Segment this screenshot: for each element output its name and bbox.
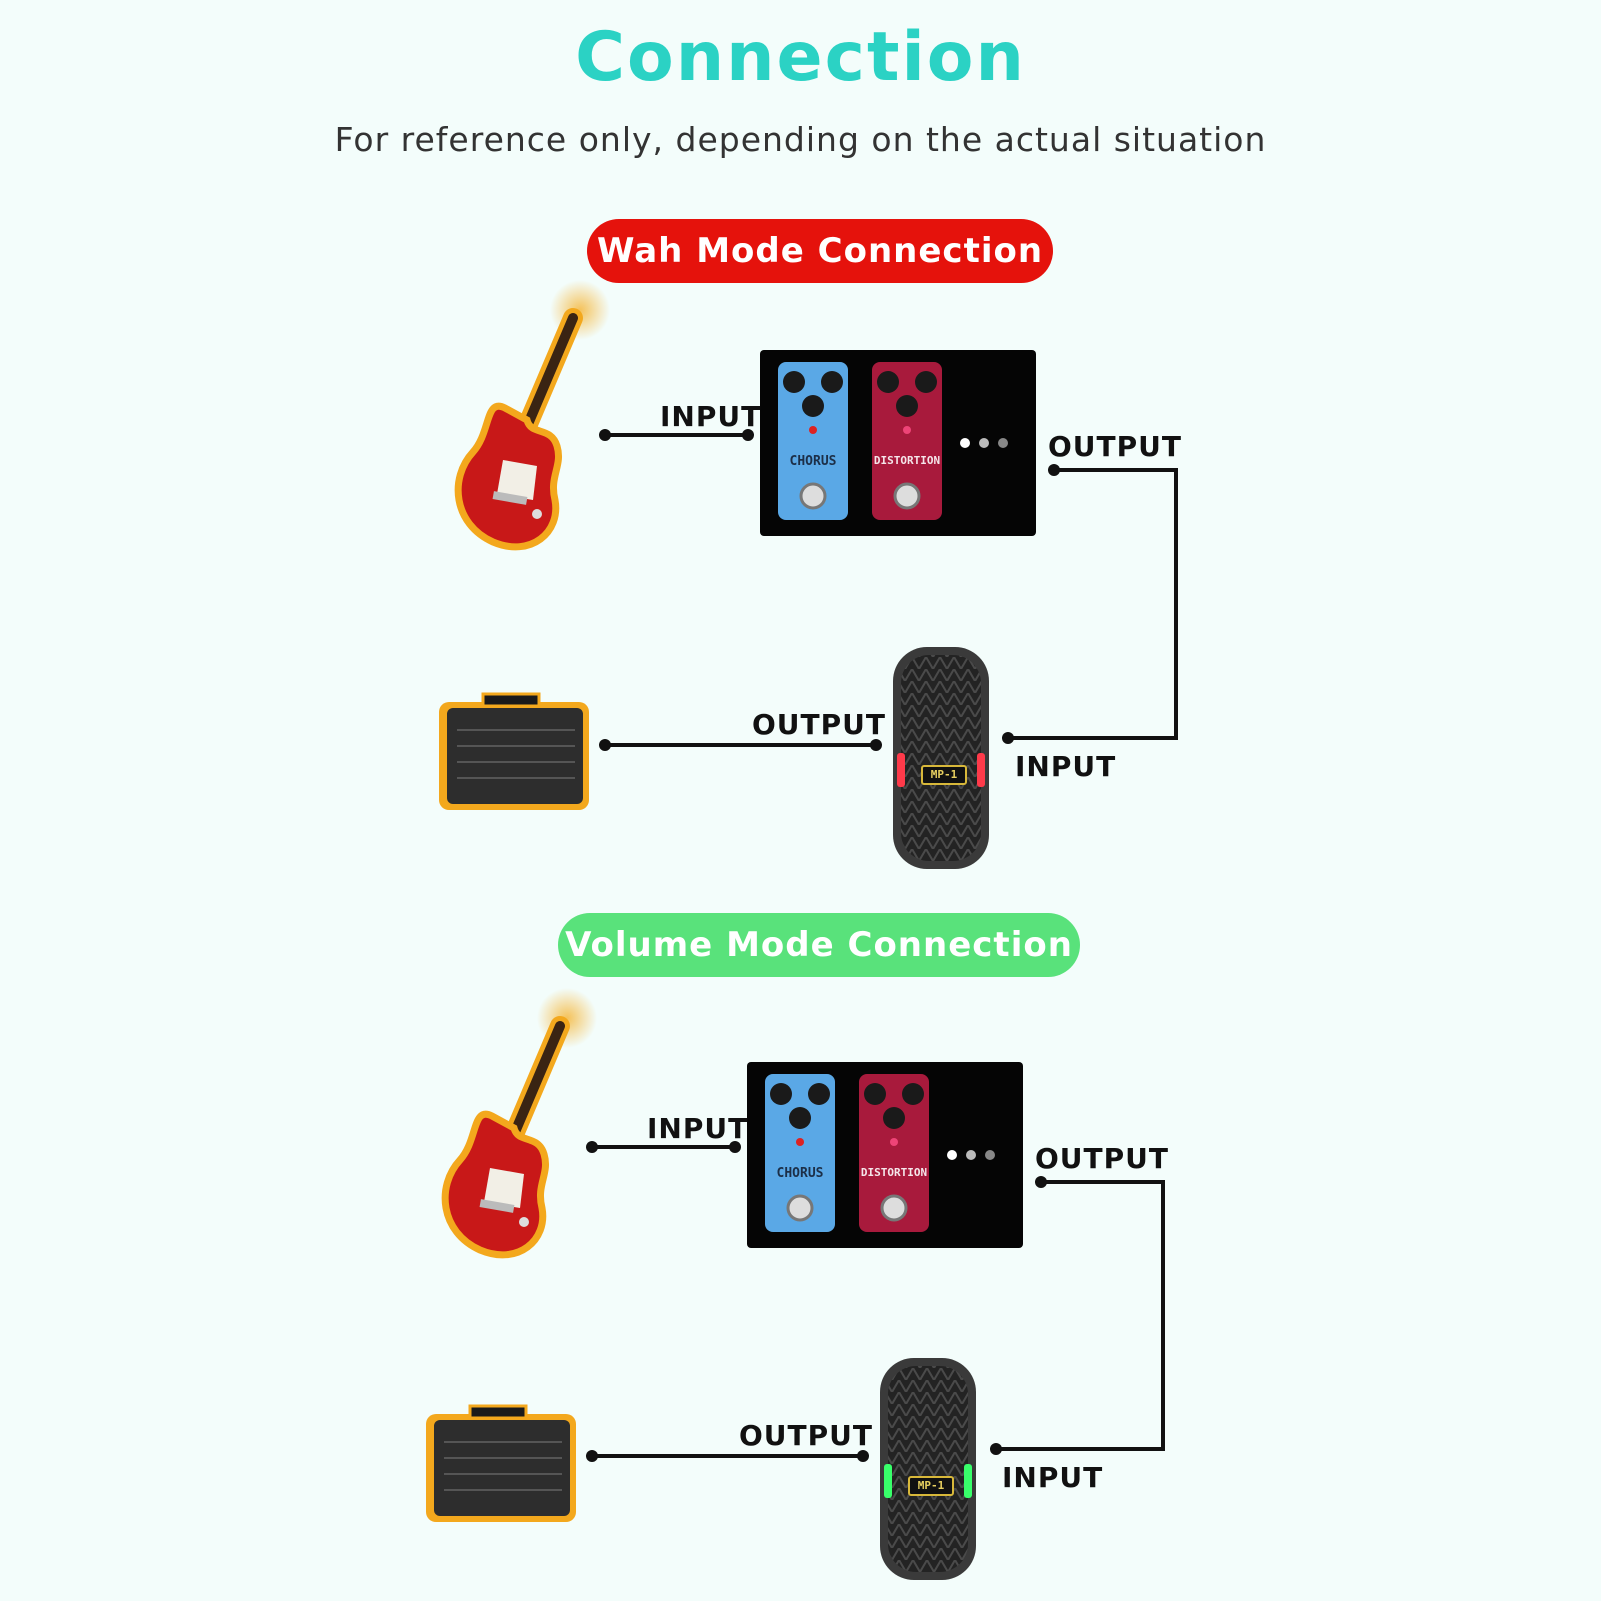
wah-input-label: INPUT: [660, 400, 762, 433]
volume-pedal-output-label: OUTPUT: [739, 1419, 873, 1452]
wah-mode-badge: Wah Mode Connection: [587, 219, 1053, 283]
volume-mode-badge: Volume Mode Connection: [558, 913, 1080, 977]
amplifier-icon: [439, 692, 589, 810]
electric-guitar-icon: [441, 988, 597, 1259]
footswitch-icon: [893, 482, 921, 510]
effects-pedalboard: CHORUS DISTORTION: [760, 350, 1036, 536]
footswitch-icon: [786, 1194, 814, 1222]
wah-cable-lines: [599, 429, 1178, 751]
mp1-wah-pedal: [893, 647, 989, 869]
electric-guitar-icon: [454, 280, 610, 551]
wah-pedal-output-label: OUTPUT: [752, 708, 886, 741]
knob-icon: [877, 371, 937, 434]
volume-pedal-input-label: INPUT: [1002, 1461, 1104, 1494]
knob-icon: [770, 1083, 830, 1146]
more-pedals-icon: [947, 1150, 995, 1160]
footswitch-icon: [880, 1194, 908, 1222]
footswitch-icon: [799, 482, 827, 510]
wah-connection-section: CHORUS DISTORTION: [0, 280, 1601, 880]
page-title: Connection: [575, 18, 1026, 97]
chorus-pedal: CHORUS: [778, 362, 848, 520]
volume-connection-section: CHORUS DISTORTION: [0, 988, 1601, 1588]
page-subtitle: For reference only, depending on the act…: [334, 120, 1267, 159]
mp1-model-label: MP-1: [921, 765, 967, 785]
distortion-pedal: DISTORTION: [872, 362, 942, 520]
mp1-model-label: MP-1: [908, 1476, 954, 1496]
mp1-volume-pedal: [880, 1358, 976, 1580]
knob-icon: [864, 1083, 924, 1146]
wah-board-output-label: OUTPUT: [1048, 430, 1182, 463]
knob-icon: [783, 371, 843, 434]
distortion-pedal: DISTORTION: [859, 1074, 929, 1232]
volume-board-output-label: OUTPUT: [1035, 1142, 1169, 1175]
amplifier-icon: [426, 1404, 576, 1522]
more-pedals-icon: [960, 438, 1008, 448]
chorus-pedal: CHORUS: [765, 1074, 835, 1232]
wah-pedal-input-label: INPUT: [1015, 750, 1117, 783]
volume-input-label: INPUT: [647, 1112, 749, 1145]
volume-cable-lines: [586, 1141, 1165, 1462]
effects-pedalboard: CHORUS DISTORTION: [747, 1062, 1023, 1248]
